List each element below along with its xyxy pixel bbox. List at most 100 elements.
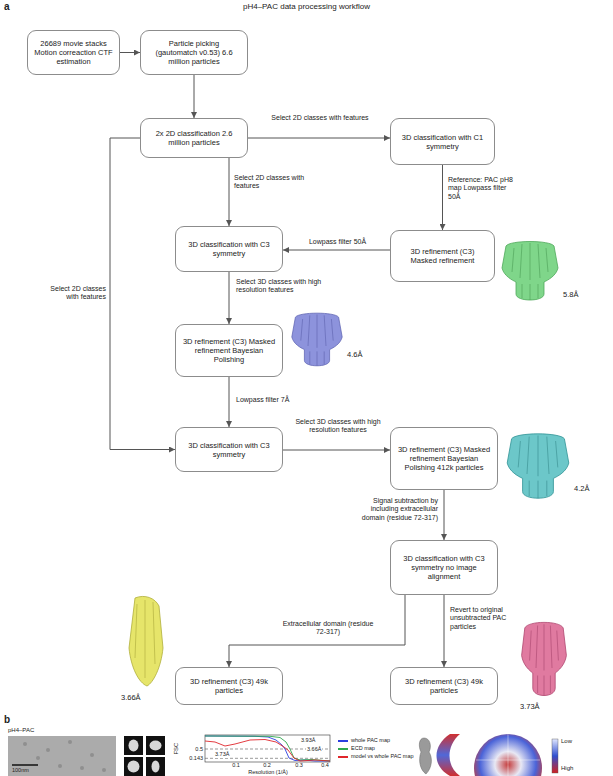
edge-label: Extracellular domain (residue 72-317): [282, 620, 374, 637]
fsc-annotation: 3.66Å: [306, 746, 322, 753]
tick-label: 0.143: [183, 755, 203, 762]
box-text: 3D refinement (C3) Masked refinement Bay…: [397, 445, 491, 472]
angular-distribution: [419, 738, 431, 774]
fsc-plot: [205, 736, 330, 761]
process-box: 3D refinement (C3) 49k particles: [175, 667, 283, 705]
fsc-plot: [205, 736, 330, 761]
flow-arrow: [229, 158, 230, 226]
figure-title: pH4–PAC data processing workflow: [0, 2, 613, 12]
micrograph: [36, 756, 40, 760]
map-3-66: [129, 596, 163, 686]
micrograph: [8, 736, 116, 776]
map-4-2: [507, 434, 569, 498]
fsc-plot: [205, 735, 330, 762]
legend-row: ECD map: [338, 745, 418, 752]
class-averages: [146, 736, 165, 755]
flow-arrow: [283, 450, 390, 451]
box-text: 3D refinement (C3) Masked refinement: [397, 247, 488, 265]
process-box: 2x 2D classification 2.6 million particl…: [140, 118, 248, 158]
tick-label: 0.5: [183, 746, 203, 753]
scale-label: 100nm: [12, 767, 29, 774]
edge-label: Lowpass filter 50Å: [290, 238, 385, 246]
axis-title: FSC: [173, 743, 180, 755]
tick-label: 0.2: [257, 762, 277, 769]
angular-distribution: [552, 739, 558, 773]
axis-title: Resolution (1/Å): [218, 769, 318, 776]
box-text: 3D classification with C3 symmetry no im…: [397, 554, 491, 581]
resolution-value: 5.8Å: [563, 290, 578, 299]
flow-arrow: [110, 138, 175, 450]
box-text: 3D refinement (C3) Masked refinement Bay…: [182, 337, 276, 364]
edge-label: Select 2D classes with features: [40, 285, 106, 302]
box-text: 3D classification with C3 symmetry: [182, 240, 276, 258]
flow-arrow: [229, 272, 230, 324]
panel-letter: a: [4, 1, 10, 13]
box-text: Particle picking (gautomatch v0.53) 6.6 …: [147, 39, 241, 66]
fsc-annotation: 3.73Å: [214, 751, 230, 758]
angular-distribution: [437, 734, 461, 776]
sample-name: pH4–PAC: [8, 727, 34, 734]
process-box: 3D classification with C1 symmetry: [390, 118, 495, 165]
process-box: 3D classification with C3 symmetry no im…: [390, 540, 498, 595]
legend-text: whole PAC map: [351, 737, 390, 744]
flow-arrow: [442, 165, 443, 230]
flow-arrow: [248, 138, 390, 139]
process-box: Particle picking (gautomatch v0.53) 6.6 …: [140, 30, 248, 75]
edge-label: Signal subtraction by including extracel…: [352, 497, 438, 522]
process-box: 3D refinement (C3) Masked refinement Bay…: [390, 427, 498, 490]
micrograph: [102, 768, 106, 772]
map-4-2: [507, 434, 569, 498]
map-3-73: [522, 622, 567, 695]
legend-swatch: [338, 748, 348, 750]
map-5-8: [502, 242, 558, 301]
legend-row: model vs whole PAC map: [338, 753, 418, 760]
class-averages: [128, 761, 140, 773]
angular-distribution: [474, 734, 542, 776]
tick-label: 0.1: [226, 762, 246, 769]
resolution-value: 3.73Å: [520, 702, 540, 711]
class-averages: [146, 757, 165, 776]
flow-arrow: [229, 595, 405, 667]
flow-arrow: [444, 595, 445, 667]
flow-arrow: [120, 52, 140, 53]
micrograph: [23, 742, 27, 746]
fsc-plot: [205, 758, 330, 759]
resolution-value: 3.66Å: [121, 693, 141, 702]
box-text: 3D refinement (C3) 49k particles: [182, 677, 276, 695]
process-box: 3D classification with C3 symmetry: [175, 427, 283, 472]
class-averages: [124, 757, 143, 776]
edge-label: Select 2D classes with features: [234, 174, 306, 191]
legend-swatch: [338, 756, 348, 758]
box-text: 2x 2D classification 2.6 million particl…: [147, 129, 241, 147]
map-5-8: [502, 242, 558, 301]
flow-arrow: [229, 377, 230, 427]
process-box: 3D refinement (C3) 49k particles: [390, 667, 498, 705]
map-3-73: [530, 624, 559, 695]
micrograph: [46, 748, 50, 752]
legend-text: ECD map: [351, 745, 375, 752]
box-text: 3D classification with C1 symmetry: [397, 133, 488, 151]
colorbar-label: High: [561, 765, 573, 772]
angular-distribution: [476, 734, 540, 776]
map-4-6: [292, 313, 342, 366]
map-3-66: [129, 596, 163, 686]
micrograph: [58, 764, 62, 768]
box-text: 3D refinement (C3) 49k particles: [397, 677, 491, 695]
class-averages: [124, 736, 165, 776]
fsc-plot: [205, 735, 330, 762]
class-averages: [150, 741, 162, 751]
edge-label: Reference: PAC pH8 map Lowpass filter 50…: [448, 176, 520, 201]
angular-distribution: [419, 734, 558, 776]
map-4-6: [301, 315, 333, 366]
tick-label: 0.4: [315, 762, 335, 769]
box-text: 3D classification with C3 symmetry: [182, 441, 276, 459]
map-3-73: [522, 622, 567, 695]
colorbar-label: Low: [561, 738, 572, 745]
resolution-value: 4.2Å: [574, 484, 589, 493]
flow-arrow: [444, 490, 445, 540]
edge-label: Select 3D classes with high resolution f…: [292, 418, 384, 435]
resolution-value: 4.6Å: [347, 350, 362, 359]
panel-letter: b: [4, 714, 10, 726]
process-box: 3D refinement (C3) Masked refinement: [390, 230, 495, 282]
